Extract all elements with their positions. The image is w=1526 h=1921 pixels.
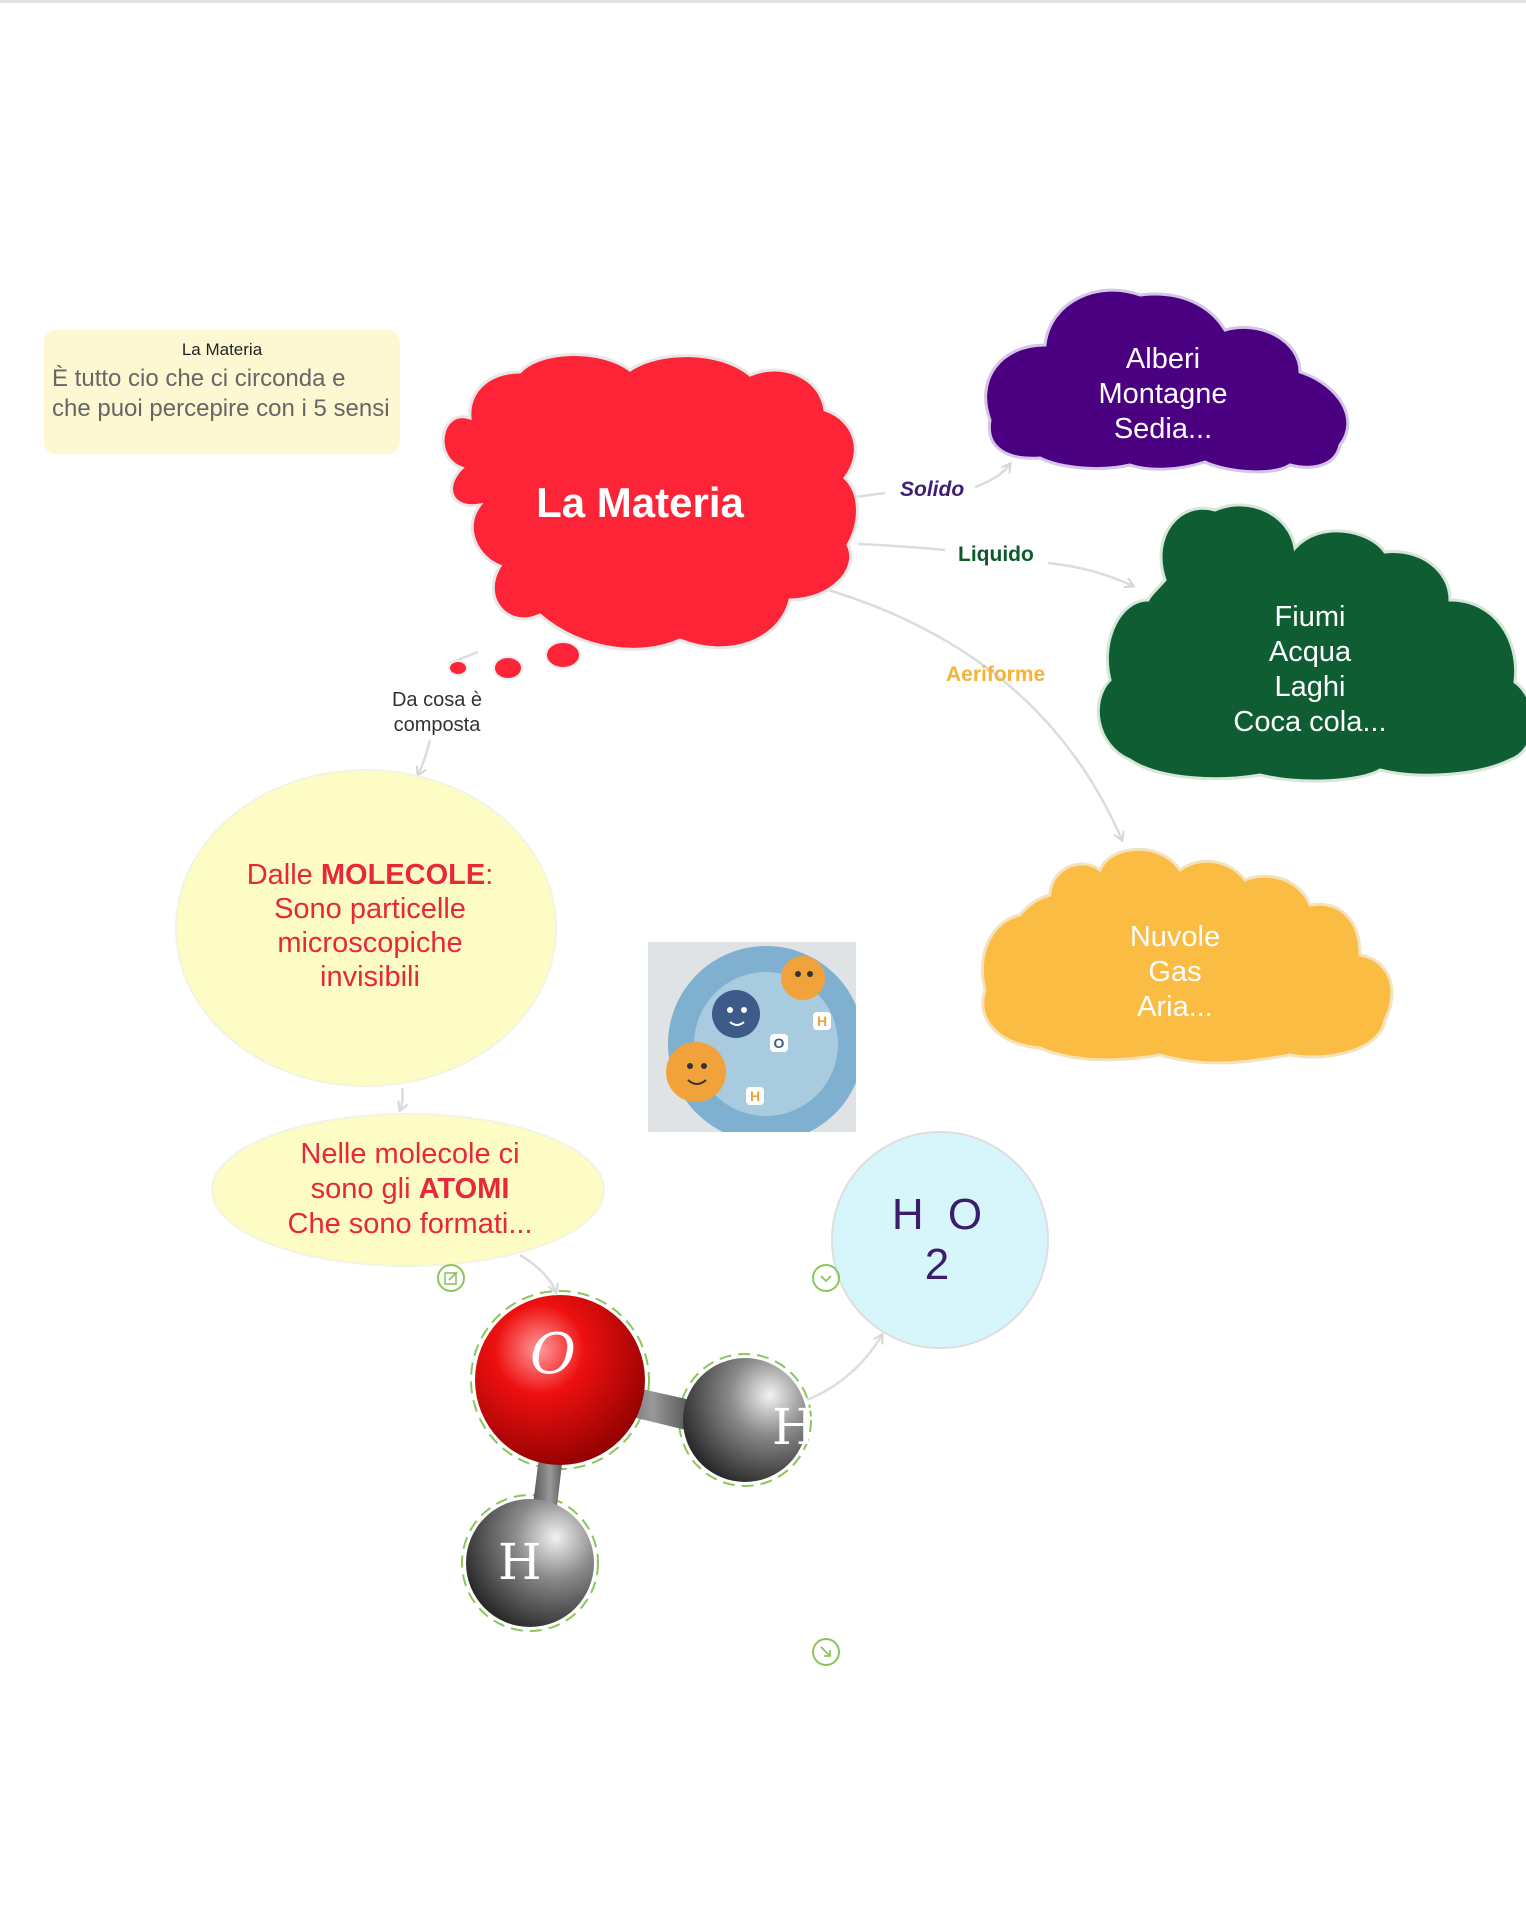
molecule-mascot-image[interactable]: H O H — [648, 942, 856, 1132]
gas-example: Nuvole — [1129, 921, 1221, 953]
molecole-line: Sono particelle — [274, 893, 466, 925]
edge-label-line: Da cosa è — [391, 689, 483, 711]
edit-icon[interactable] — [437, 1264, 465, 1292]
edge-liquido — [857, 542, 1133, 586]
image-label: H — [750, 1088, 760, 1104]
top-border — [0, 0, 1526, 3]
note-body: È tutto cio che ci circonda e che puoi p… — [52, 365, 390, 422]
atomi-text: Nelle molecole ci sono gli ATOMI Che son… — [220, 1137, 600, 1242]
formula-line: H O — [891, 1190, 989, 1239]
formula-text: H O 2 — [840, 1190, 1040, 1290]
gas-examples: Nuvole Gas Aria... — [980, 920, 1370, 1025]
atomi-node[interactable] — [211, 1113, 605, 1267]
edge-composta — [418, 739, 432, 775]
edge-label-aeriforme: Aeriforme — [946, 663, 1046, 686]
liquid-example: Fiumi — [1274, 601, 1346, 633]
image-label: H — [817, 1013, 827, 1029]
formula-subscript: 2 — [924, 1240, 956, 1289]
oxygen-mascot-icon — [712, 990, 760, 1038]
edge-label-composta: Da cosa è composta — [372, 688, 502, 738]
edge-label-liquido: Liquido — [958, 543, 1034, 566]
edge-label-line: composta — [393, 714, 481, 736]
molecole-line: microscopiche — [277, 927, 463, 959]
liquid-cloud[interactable] — [1096, 503, 1526, 783]
image-label: O — [774, 1035, 785, 1051]
liquid-example: Acqua — [1268, 636, 1352, 668]
mascot-illustration: H O H — [648, 942, 856, 1132]
resize-handle-icon[interactable] — [812, 1638, 840, 1666]
liquid-example: Laghi — [1274, 671, 1346, 703]
hydrogen-mascot-icon — [666, 1042, 726, 1102]
liquid-example: Coca cola... — [1233, 706, 1387, 738]
liquid-examples: Fiumi Acqua Laghi Coca cola... — [1090, 600, 1526, 740]
center-title: La Materia — [536, 479, 744, 526]
edge-aeriforme — [814, 584, 1122, 840]
atomi-prefix: sono gli — [310, 1173, 419, 1205]
molecole-keyword: MOLECOLE — [320, 859, 486, 891]
definition-note[interactable]: La Materia È tutto cio che ci circonda e… — [44, 330, 400, 454]
thought-bubbles — [448, 641, 581, 680]
edge-model-formula — [806, 1335, 882, 1402]
edge-atomi-model — [519, 1253, 556, 1292]
molecole-node[interactable] — [175, 769, 557, 1087]
note-title: La Materia — [181, 340, 263, 359]
molecole-suffix: : — [485, 859, 494, 891]
formula-node[interactable] — [831, 1131, 1049, 1349]
hydrogen-right-label: H — [772, 1398, 816, 1456]
connectors — [400, 464, 1133, 1402]
atomi-keyword: ATOMI — [418, 1173, 510, 1205]
gas-example: Gas — [1148, 956, 1202, 988]
molecole-text: Dalle MOLECOLE: Sono particelle microsco… — [190, 858, 550, 994]
solid-examples: Alberi Montagne Sedia... — [968, 342, 1358, 447]
solid-example: Montagne — [1098, 378, 1228, 410]
edge-label-solido: Solido — [900, 478, 965, 501]
chevron-down-icon[interactable] — [812, 1264, 840, 1292]
molecole-prefix: Dalle — [246, 859, 321, 891]
edge-molecole-atomi — [400, 1087, 403, 1110]
solid-example: Sedia... — [1113, 413, 1213, 445]
molecole-line: invisibili — [320, 961, 420, 993]
center-cloud[interactable] — [441, 353, 859, 651]
atomi-line: Nelle molecole ci — [300, 1138, 520, 1170]
gas-example: Aria... — [1137, 991, 1213, 1023]
hydrogen-left-label: H — [498, 1533, 542, 1591]
oxygen-atom-label: O — [530, 1322, 576, 1387]
hydrogen-mascot-icon — [781, 956, 825, 1000]
solid-example: Alberi — [1125, 343, 1201, 375]
atomi-line: Che sono formati... — [287, 1208, 533, 1240]
solid-cloud[interactable] — [984, 288, 1350, 474]
gas-cloud[interactable] — [980, 847, 1394, 1065]
water-molecule-model[interactable] — [461, 1290, 812, 1632]
